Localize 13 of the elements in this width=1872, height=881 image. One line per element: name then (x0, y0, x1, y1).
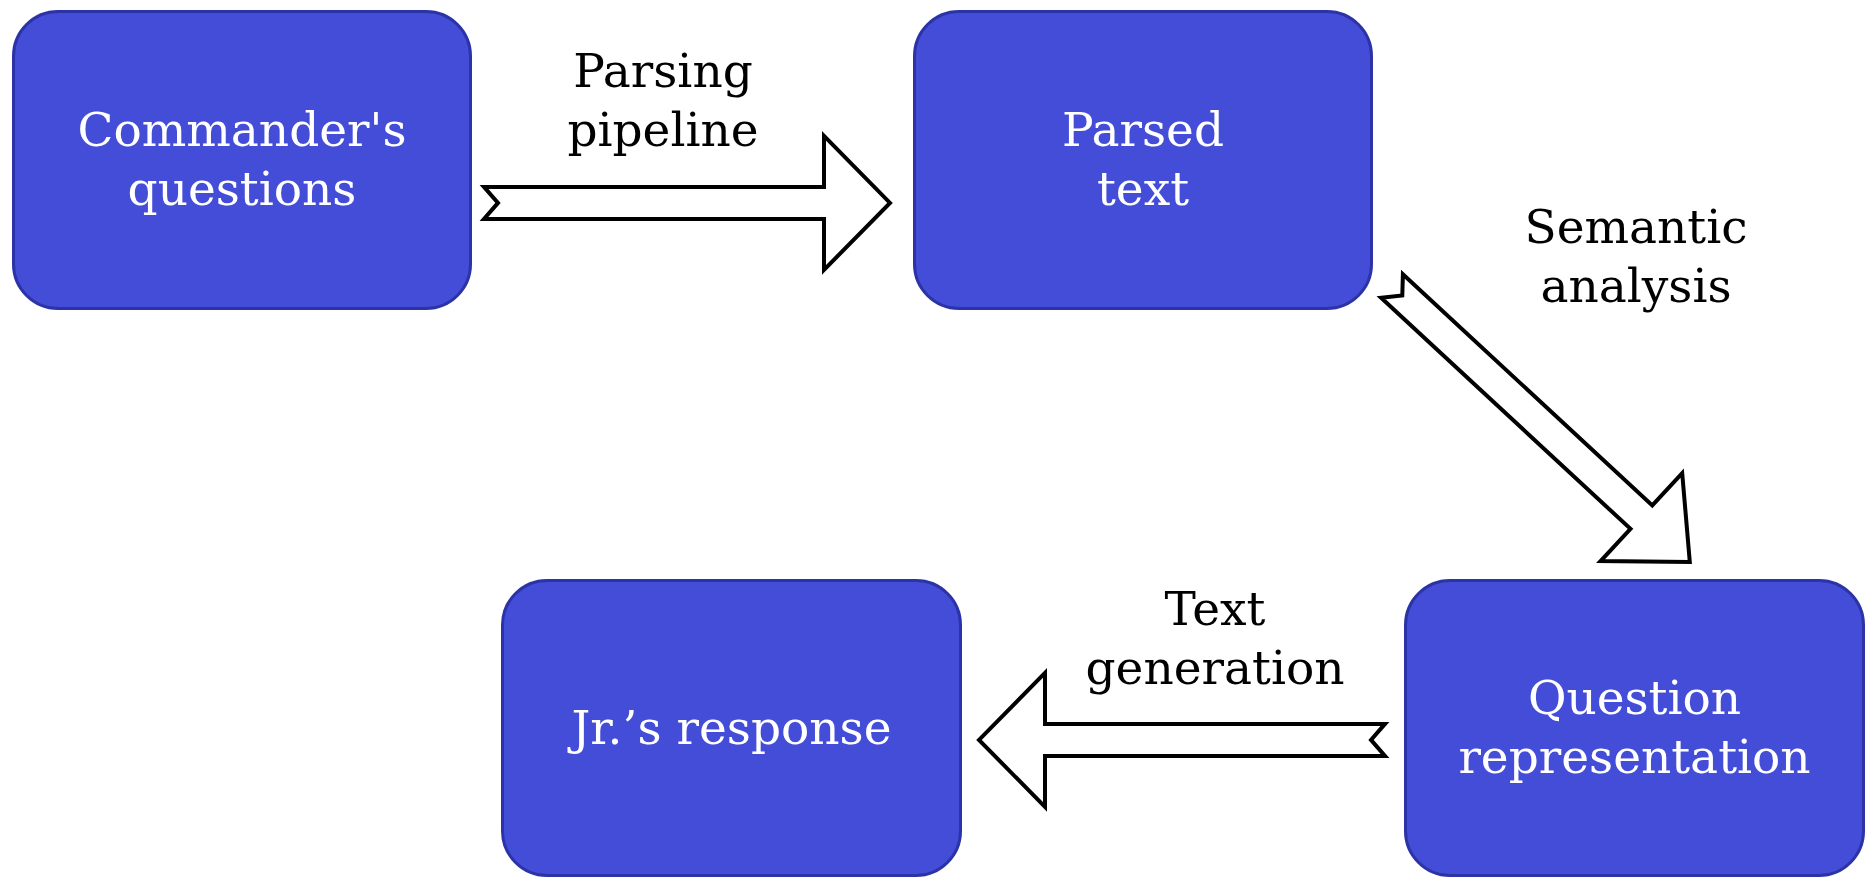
box-label: Parsed text (1061, 101, 1225, 218)
box-label: Commander's questions (76, 101, 408, 218)
block-arrow (479, 131, 893, 275)
process-box (501, 579, 962, 877)
block-arrow (1376, 269, 1692, 565)
box-label: Question representation (1457, 669, 1812, 786)
process-box (12, 10, 472, 310)
edge-label: Parsing pipeline (566, 42, 760, 159)
edge-label: Semantic analysis (1523, 198, 1749, 315)
process-box (1404, 579, 1865, 877)
edge-label: Text generation (1084, 580, 1346, 697)
block-arrow (976, 668, 1390, 812)
process-box (913, 10, 1373, 310)
